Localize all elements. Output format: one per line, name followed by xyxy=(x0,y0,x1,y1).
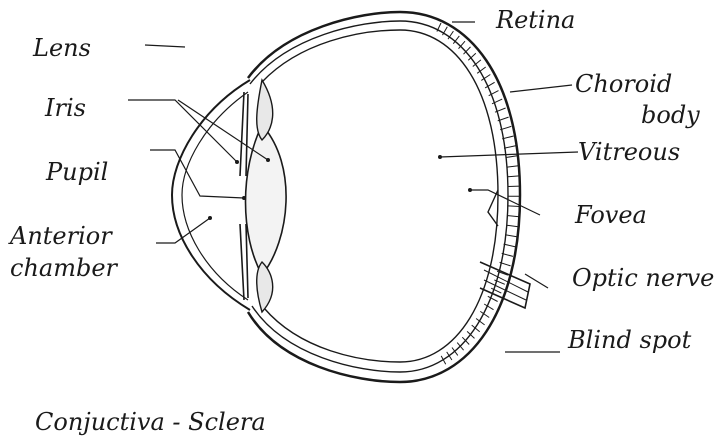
label-lens: Lens xyxy=(33,36,91,60)
hatch-stroke xyxy=(506,225,518,227)
hatch-stroke xyxy=(504,146,516,148)
leader-lens xyxy=(145,45,185,47)
hatch-stroke xyxy=(507,176,519,177)
label-blind-spot: Blind spot xyxy=(568,328,691,352)
hatch-stroke xyxy=(504,244,515,247)
label-retina: Retina xyxy=(496,8,575,32)
leader-iris-2 xyxy=(178,100,268,160)
leader-fovea xyxy=(470,190,540,215)
retina-layer xyxy=(262,30,498,362)
leader-optic xyxy=(525,274,548,288)
hatch-stroke xyxy=(508,206,520,207)
iris-upper xyxy=(240,92,248,176)
leader-pupil xyxy=(150,150,244,198)
hatch-stroke xyxy=(506,156,518,158)
ciliary-lower xyxy=(257,262,273,312)
cornea xyxy=(172,80,250,310)
hatch-stroke xyxy=(505,235,517,237)
label-iris: Iris xyxy=(45,96,86,120)
leader-choroid xyxy=(510,85,572,92)
label-choroid: Choroid xyxy=(575,72,672,96)
iris-lower xyxy=(240,224,248,300)
label-fovea: Fovea xyxy=(575,203,647,227)
label-choroid-body: body xyxy=(641,103,700,127)
label-anterior: Anterior xyxy=(10,224,112,248)
hatch-stroke xyxy=(447,352,452,360)
leader-vitreous xyxy=(440,152,578,157)
leader-lines xyxy=(128,22,578,352)
label-optic-nerve: Optic nerve xyxy=(572,266,714,290)
cornea-inner xyxy=(182,92,248,300)
hatch-stroke xyxy=(507,166,519,168)
caption-conjuctiva-sclera: Conjuctiva - Sclera xyxy=(35,410,266,434)
ciliary-upper xyxy=(257,80,273,140)
label-vitreous: Vitreous xyxy=(578,140,680,164)
label-pupil: Pupil xyxy=(46,160,108,184)
hatch-stroke xyxy=(507,216,519,217)
label-chamber: chamber xyxy=(10,256,117,280)
optic-nerve-bundle xyxy=(480,262,530,308)
lens-body xyxy=(246,125,287,275)
sclera-outline xyxy=(248,12,520,382)
